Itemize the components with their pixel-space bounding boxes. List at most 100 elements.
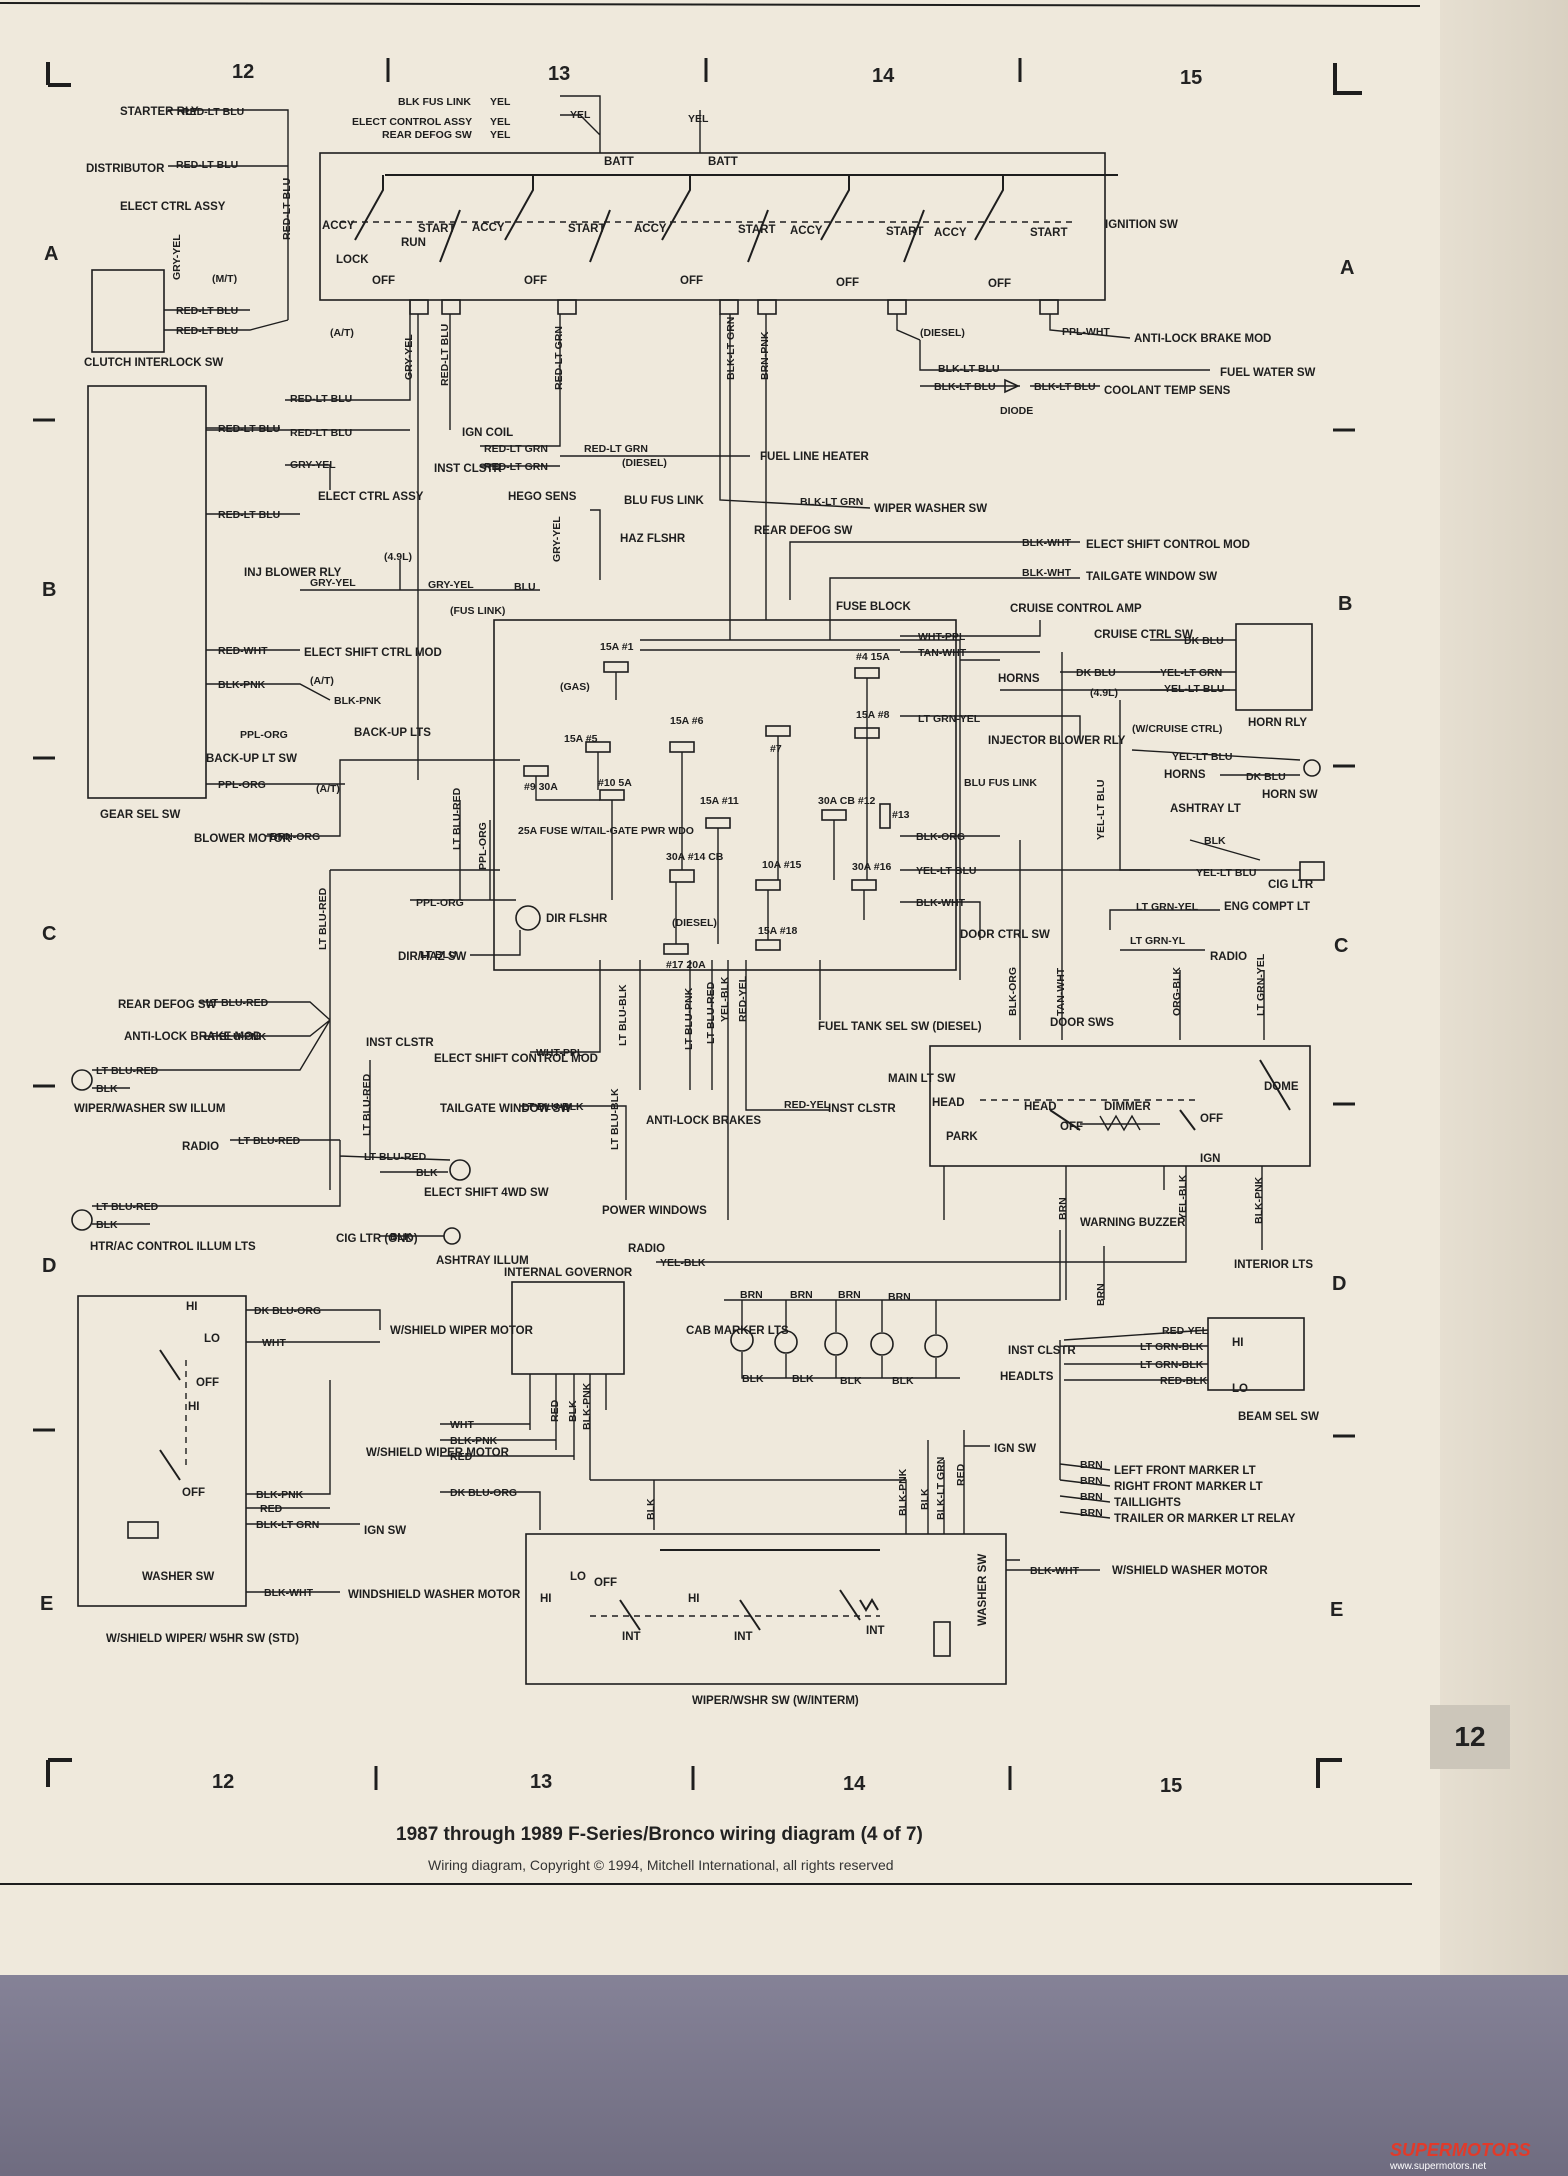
red-blk-label: RED-BLK: [1160, 1375, 1208, 1387]
diode-label: DIODE: [1000, 405, 1033, 417]
red-lt-blu-label: RED-LT BLU: [176, 325, 238, 337]
cig-wires: [1119, 700, 1300, 871]
blk-wht-label: BLK-WHT: [1022, 537, 1072, 549]
ppl-org-vertical: PPL-ORG: [477, 822, 489, 870]
washer-sw-label: WASHER SW: [977, 1554, 989, 1626]
wiper-switch-blades: [159, 1349, 181, 1481]
lock-label: LOCK: [336, 254, 369, 266]
grid-col-label: 13: [530, 1771, 552, 1793]
ignition-switch-box: [319, 152, 1106, 301]
dimmer-rheostat: [1080, 1114, 1160, 1132]
fuse-16: 30A #16: [852, 861, 891, 873]
diagram-caption: 1987 through 1989 F-Series/Bronco wiring…: [396, 1824, 923, 1845]
fuse-block: [493, 619, 957, 971]
lt-blu-pnk-label: LT BLU-PNK: [204, 1031, 267, 1043]
lt-blu-red-label: LT BLU-RED: [238, 1135, 301, 1147]
interior-lts-label: INTERIOR LTS: [1234, 1259, 1313, 1271]
blk-label: BLK: [892, 1375, 914, 1387]
ign-label: IGN: [1200, 1153, 1220, 1165]
blk-lt-blu-label: BLK-LT BLU: [934, 381, 996, 393]
blk-fus-link-wire: [560, 95, 601, 153]
fuse-6: 15A #6: [670, 715, 704, 727]
fuel-tank-sel-sw-label: FUEL TANK SEL SW (DIESEL): [818, 1021, 982, 1033]
red-yel-vertical: RED-YEL: [737, 975, 749, 1022]
blk-pnk-label: BLK-PNK: [334, 695, 382, 707]
anti-lock-brake-mod-left-label: ANTI-LOCK BRAKE MOD: [124, 1031, 261, 1043]
red-yel-label: RED-YEL: [784, 1099, 831, 1111]
horn-relay-box: [1235, 623, 1313, 711]
dir-haz-sw-label: DIR/HAZ SW: [398, 951, 467, 963]
watermark-url: www.supermotors.net: [1390, 2161, 1487, 2172]
lower-left-wires: [92, 1139, 451, 1237]
blk-lt-grn-vertical: BLK-LT GRN: [725, 317, 737, 380]
corner-mark-br: [1316, 1758, 1342, 1788]
grid-row-label: A: [44, 243, 58, 265]
fus-link-note: (FUS LINK): [450, 605, 505, 617]
grid-row-label: B: [1338, 593, 1352, 615]
interm-top-wires: [590, 1430, 990, 1534]
beam-sel-sw-label: BEAM SEL SW: [1238, 1411, 1319, 1423]
red-lt-grn-label: RED-LT GRN: [584, 443, 648, 455]
dimmer-label: DIMMER: [1104, 1101, 1151, 1113]
blu-fus-link-label: BLU FUS LINK: [964, 777, 1037, 789]
off-label: OFF: [182, 1487, 205, 1499]
lt-blu-red-trunk: [329, 869, 500, 1190]
yel-wire-label: YEL: [490, 116, 511, 128]
red-lt-blu-label: RED-LT BLU: [176, 159, 238, 171]
yel-blk-vertical: YEL-BLK: [1177, 1174, 1189, 1220]
off-label: OFF: [836, 277, 859, 289]
elect-shift-4wd-bulb: [449, 1159, 471, 1181]
wshield-washer-motor-right-label: W/SHIELD WASHER MOTOR: [1112, 1565, 1268, 1577]
red-vertical: RED: [955, 1463, 967, 1486]
hego-sens-label: HEGO SENS: [508, 491, 577, 503]
lt-blu-red-vertical: LT BLU-RED: [317, 887, 329, 950]
elect-shift-ctrl-mod-label: ELECT SHIFT CTRL MOD: [304, 647, 442, 659]
dk-blu-org-label: DK BLU-ORG: [254, 1305, 321, 1317]
wiper-interm-blades: [619, 1549, 880, 1631]
fuel-line-heater-label: FUEL LINE HEATER: [760, 451, 870, 463]
gry-yel-label: GRY-YEL: [428, 579, 474, 591]
fuse-17: #17 20A: [666, 959, 706, 971]
middle-down-wires: [520, 960, 830, 1220]
red-lt-grn-label: RED-LT GRN: [484, 443, 548, 455]
lt-grn-yel-label: LT GRN-YEL: [1136, 901, 1199, 913]
fuse-block-label: FUSE BLOCK: [836, 601, 911, 613]
hi-label: HI: [186, 1301, 198, 1313]
marker-wires: [1059, 1463, 1111, 1519]
wshield-wiper-motor-top-label: W/SHIELD WIPER MOTOR: [390, 1325, 534, 1337]
wht-label: WHT: [450, 1419, 474, 1431]
tailgate-window-sw-top-label: TAILGATE WINDOW SW: [1086, 571, 1217, 583]
cig-ltr-symbol: [1299, 861, 1325, 881]
cb-terminal: [127, 1521, 159, 1539]
head-label: HEAD: [932, 1097, 965, 1109]
yel-lt-blu-label: YEL-LT BLU: [916, 865, 976, 877]
main-lt-switch-box: [929, 1045, 1311, 1167]
distributor-label: DISTRIBUTOR: [86, 163, 165, 175]
ppl-org-label: PPL-ORG: [416, 897, 464, 909]
right-top-wires: [896, 314, 1210, 387]
grid-row-label: C: [1334, 935, 1348, 957]
dome-label: DOME: [1264, 1081, 1299, 1093]
run-label: RUN: [401, 237, 426, 249]
brn-vertical: BRN: [1095, 1283, 1107, 1306]
elect-ctrl-assy-label: ELECT CTRL ASSY: [120, 201, 226, 213]
int-label: INT: [734, 1631, 753, 1643]
ign-sw-mid-label: IGN SW: [994, 1443, 1036, 1455]
gear-sel-wires: [206, 427, 410, 785]
grid-col-label: 12: [212, 1771, 234, 1793]
lt-grn-yel-label: LT GRN-YEL: [918, 713, 981, 725]
elect-shift-control-mod-label: ELECT SHIFT CONTROL MOD: [1086, 539, 1250, 551]
blk-label: BLK: [96, 1219, 118, 1231]
at-note: (A/T): [316, 783, 340, 795]
ignition-switch-blades: [354, 175, 1004, 241]
brn-org-label: BRN-ORG: [270, 831, 320, 843]
rear-defog-sw-label: REAR DEFOG SW: [382, 129, 472, 141]
blk-wht-label: BLK-WHT: [916, 897, 966, 909]
lo-label: LO: [204, 1333, 220, 1345]
gear-sel-sw-label: GEAR SEL SW: [100, 809, 180, 821]
blk-label: BLK: [792, 1373, 814, 1385]
blk-pnk-label: BLK-PNK: [256, 1489, 304, 1501]
elect-control-assy-label: ELECT CONTROL ASSY: [352, 116, 472, 128]
headlts-label: HEADLTS: [1000, 1371, 1054, 1383]
